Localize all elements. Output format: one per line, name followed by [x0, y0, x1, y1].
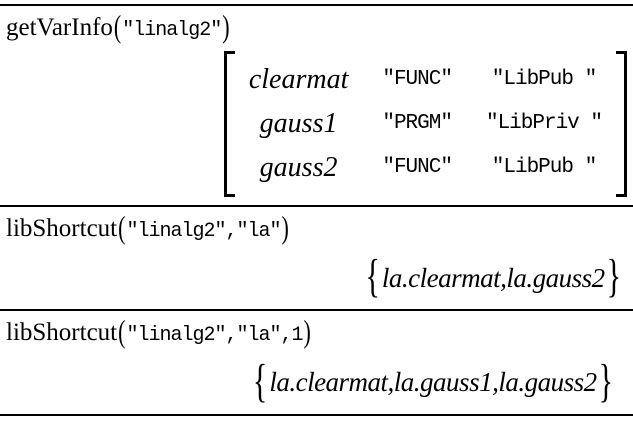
matrix-result[interactable]: clearmat "FUNC" "LibPub " gauss1 "PRGM" …: [0, 49, 633, 205]
open-paren: (: [118, 313, 126, 350]
open-paren: (: [118, 208, 126, 245]
history-divider: [0, 413, 633, 416]
matrix-cell: "PRGM": [382, 111, 453, 135]
close-brace: }: [606, 251, 621, 303]
open-brace: {: [365, 251, 380, 303]
argument-string: "linalg2","la",1: [126, 324, 303, 347]
expression-input[interactable]: getVarInfo("linalg2"): [0, 6, 633, 49]
matrix: clearmat "FUNC" "LibPub " gauss1 "PRGM" …: [223, 50, 627, 197]
matrix-cell: gauss1: [259, 107, 338, 139]
argument-string: "linalg2": [122, 19, 222, 42]
history-divider: [0, 309, 633, 311]
expression-input[interactable]: libShortcut("linalg2","la"): [0, 207, 633, 250]
matrix-cell: "LibPriv ": [485, 111, 603, 135]
function-name: libShortcut: [6, 319, 118, 346]
result-text: la.clearmat,la.gauss2: [381, 262, 605, 293]
open-paren: (: [113, 8, 122, 45]
open-brace: {: [252, 355, 268, 407]
close-paren: ): [303, 313, 311, 350]
matrix-cell: "LibPub ": [491, 155, 597, 179]
matrix-cell: clearmat: [248, 63, 349, 95]
matrix-cell: "FUNC": [382, 67, 453, 91]
matrix-cell: gauss2: [259, 151, 338, 183]
list-result[interactable]: {la.clearmat,la.gauss2}: [0, 249, 633, 309]
history-divider: [0, 204, 633, 207]
matrix-cell: "FUNC": [382, 155, 453, 179]
history-divider: [0, 4, 633, 6]
expression-input[interactable]: libShortcut("linalg2","la",1): [0, 311, 633, 354]
result-text: la.clearmat,la.gauss1,la.gauss2: [269, 367, 597, 397]
list-result[interactable]: {la.clearmat,la.gauss1,la.gauss2}: [0, 354, 633, 414]
history-entry-getvarinfo: getVarInfo("linalg2") clearmat "FUNC" "L…: [0, 6, 633, 205]
argument-string: "linalg2","la": [126, 219, 281, 243]
matrix-right-bracket: [616, 50, 627, 197]
function-name: getVarInfo: [6, 14, 113, 41]
matrix-cell: "LibPub ": [491, 67, 597, 91]
close-paren: ): [281, 208, 289, 245]
close-paren: ): [222, 8, 230, 45]
history-entry-libshortcut-2: libShortcut("linalg2","la",1) {la.clearm…: [0, 311, 633, 414]
matrix-grid: clearmat "FUNC" "LibPub " gauss1 "PRGM" …: [235, 51, 616, 197]
history-entry-libshortcut-1: libShortcut("linalg2","la") {la.clearmat…: [0, 207, 633, 310]
function-name: libShortcut: [6, 214, 118, 242]
close-brace: }: [598, 355, 613, 407]
matrix-left-bracket: [223, 50, 235, 197]
